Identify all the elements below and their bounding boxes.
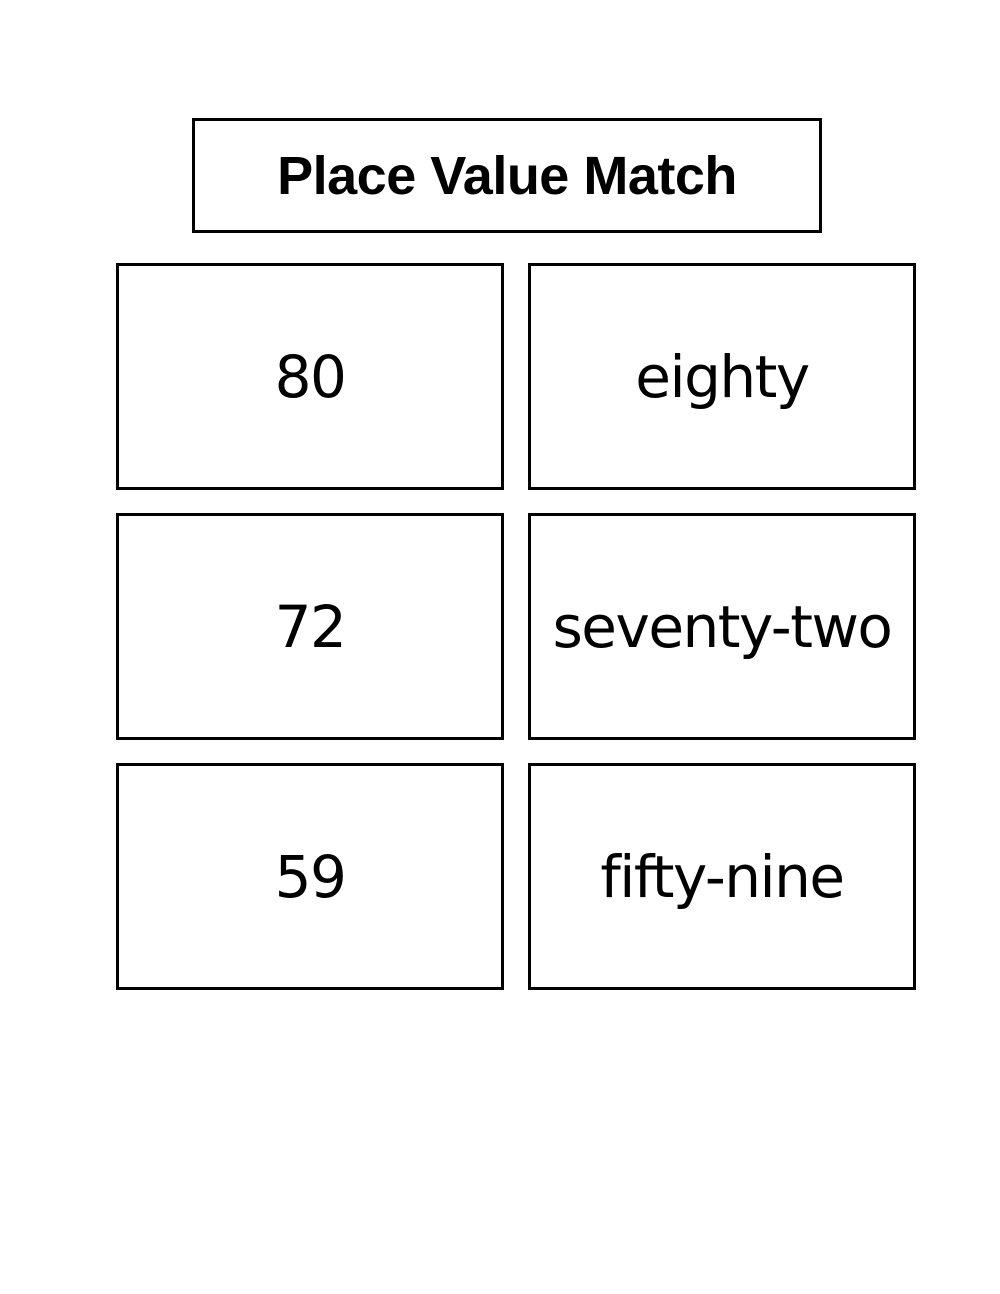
card-word-fifty-nine: fifty-nine <box>528 763 916 990</box>
card-word-seventy-two-label: seventy-two <box>552 592 893 661</box>
card-number-80: 80 <box>116 263 504 490</box>
card-number-72: 72 <box>116 513 504 740</box>
title-box: Place Value Match <box>192 118 822 233</box>
card-word-seventy-two: seventy-two <box>528 513 916 740</box>
card-word-fifty-nine-label: fifty-nine <box>600 842 845 911</box>
card-word-eighty: eighty <box>528 263 916 490</box>
card-number-80-label: 80 <box>274 342 347 411</box>
card-number-59: 59 <box>116 763 504 990</box>
card-number-59-label: 59 <box>274 842 347 911</box>
page-title: Place Value Match <box>277 145 737 206</box>
card-word-eighty-label: eighty <box>635 342 810 411</box>
card-grid: 80 eighty 72 seventy-two 59 fifty-nine <box>116 263 916 990</box>
card-number-72-label: 72 <box>274 592 347 661</box>
